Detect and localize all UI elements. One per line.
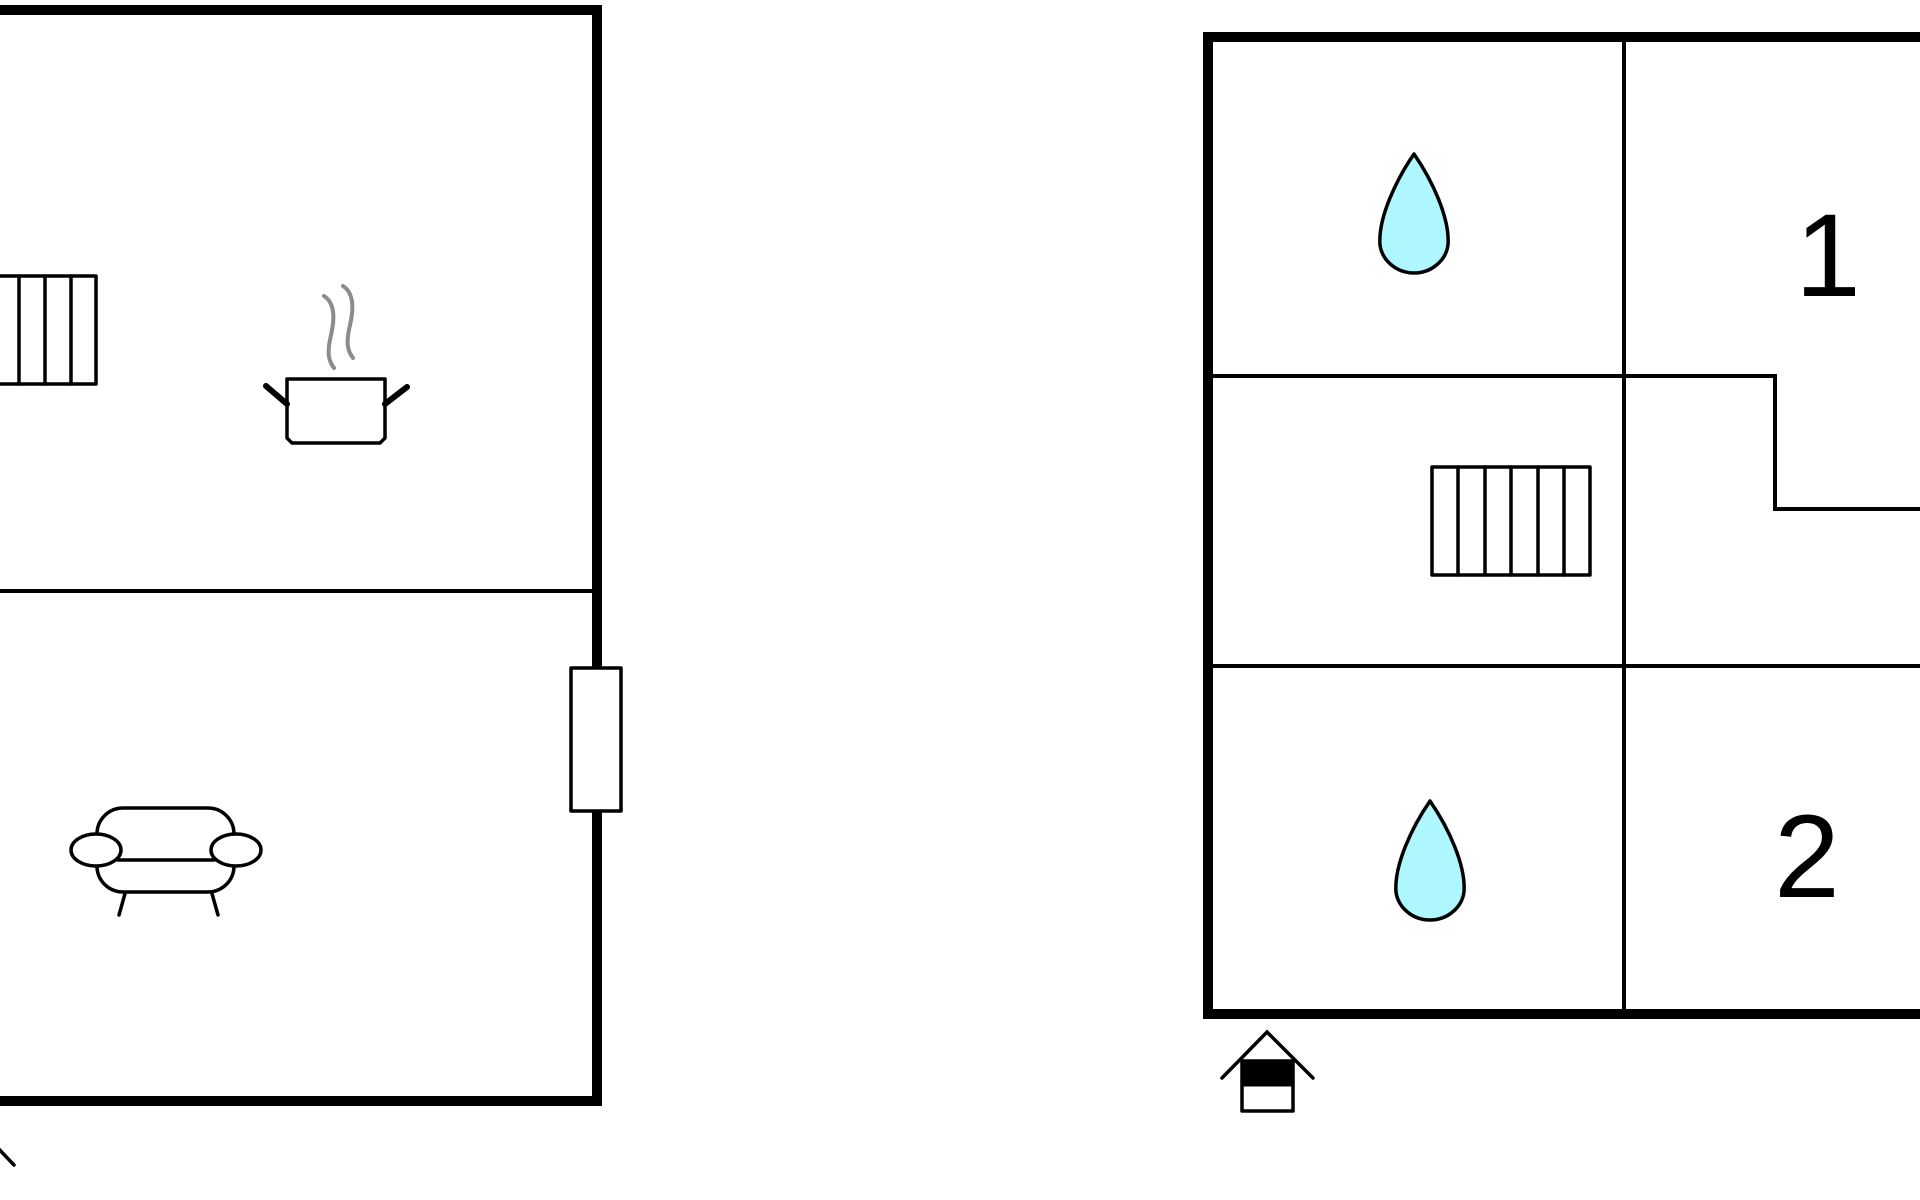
outer-wall-right-plan xyxy=(1203,32,1920,1019)
floor-plan-left xyxy=(0,5,623,1167)
water-drop-icon xyxy=(1378,152,1450,275)
entrance-arrow-icon xyxy=(0,1147,16,1167)
outer-wall-left-plan xyxy=(0,5,602,1106)
water-drop-icon xyxy=(1394,799,1466,922)
radiator-icon xyxy=(1430,465,1592,577)
entrance-icon xyxy=(1220,1029,1315,1113)
cooking-pot-icon xyxy=(263,284,410,445)
room-number-1: 1 xyxy=(1795,190,1861,322)
floor-plan-right: 1 2 xyxy=(1203,32,1920,1113)
radiator-icon xyxy=(0,274,98,386)
window-icon xyxy=(569,666,623,813)
room-number-2: 2 xyxy=(1774,791,1840,923)
sofa-icon xyxy=(69,806,263,917)
interior-wall xyxy=(1624,374,1920,511)
